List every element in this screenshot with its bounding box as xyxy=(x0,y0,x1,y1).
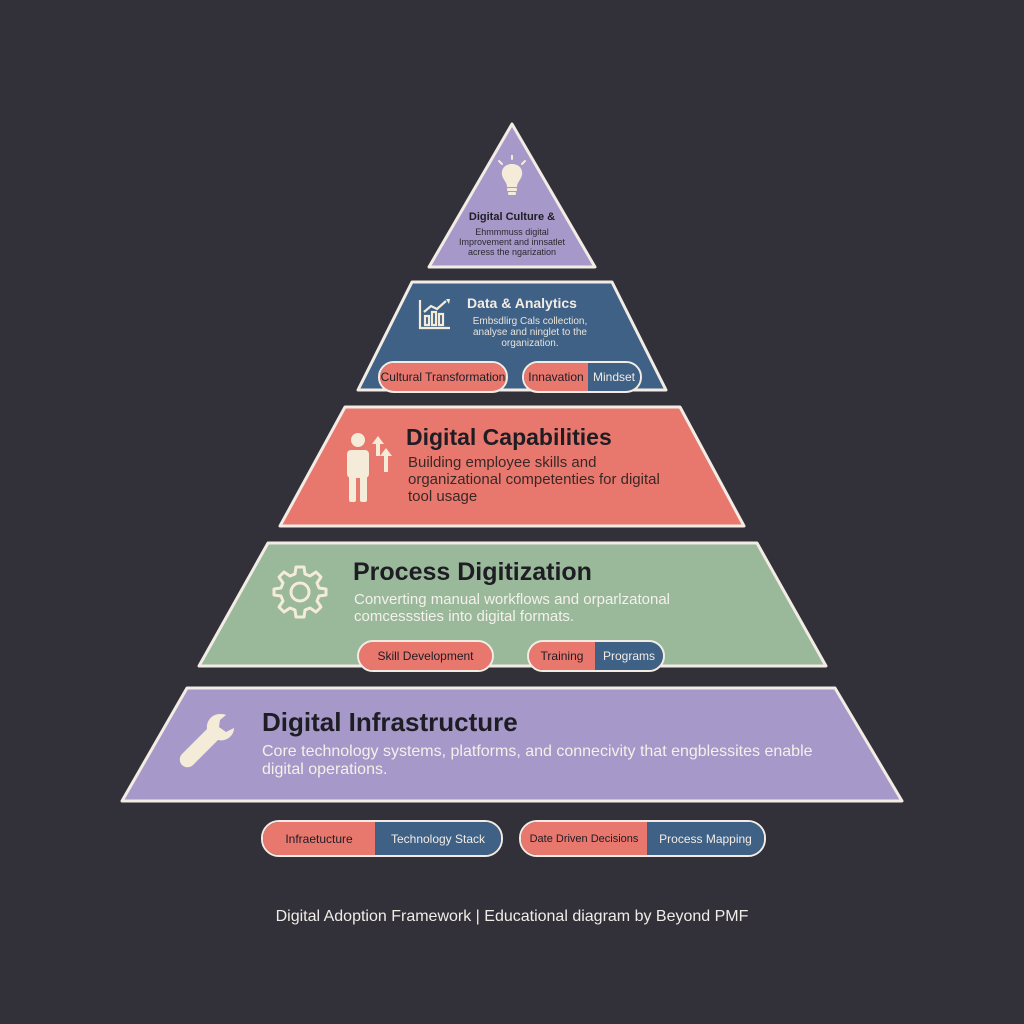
tier-digital-culture-description: Ehmmmuss digital Improvement and innsatl… xyxy=(458,227,566,258)
tag-cultural-transformation[interactable]: Cultural Transformation xyxy=(378,361,508,393)
tier-process-digitization-description: Converting manual workflows and orparlza… xyxy=(354,591,670,625)
tag-cultural-transformation-label: Cultural Transformation xyxy=(380,363,506,391)
tier-data-analytics-title: Data & Analytics xyxy=(467,295,577,311)
tier-data-analytics-description: Embsdlirg Cals collection, analyse and n… xyxy=(472,316,588,350)
bar-chart-icon xyxy=(418,299,450,330)
tag-training-label: Training xyxy=(529,642,595,670)
tag-infrastructure-label: Infraetucture xyxy=(263,822,375,855)
tag-skill-development-label: Skill Development xyxy=(359,642,492,670)
tag-data-driven-decisions-label: Date Driven Decisions xyxy=(521,822,647,855)
tag-data-driven-process-mapping[interactable]: Date Driven Decisions Process Mapping xyxy=(519,820,766,857)
tier-digital-infrastructure-title: Digital Infrastructure xyxy=(262,707,518,737)
tier-digital-capabilities-title: Digital Capabilities xyxy=(406,424,612,450)
tag-skill-development[interactable]: Skill Development xyxy=(357,640,494,672)
tag-technology-stack-label: Technology Stack xyxy=(375,822,501,855)
person-growth-icon xyxy=(347,433,392,502)
gear-icon xyxy=(272,565,328,619)
tag-mindset-label: Mindset xyxy=(588,363,640,391)
tag-innovation-mindset[interactable]: Innavation Mindset xyxy=(522,361,642,393)
tag-training-programs[interactable]: Training Programs xyxy=(527,640,665,672)
tag-infrastructure-technology-stack[interactable]: Infraetucture Technology Stack xyxy=(261,820,503,857)
tier-digital-infrastructure-description: Core technology systems, platforms, and … xyxy=(262,743,813,778)
tag-innovation-label: Innavation xyxy=(524,363,588,391)
tag-process-mapping-label: Process Mapping xyxy=(647,822,764,855)
lightbulb-icon xyxy=(498,155,526,195)
tag-programs-label: Programs xyxy=(595,642,663,670)
tier-digital-capabilities-description: Building employee skills and organizatio… xyxy=(408,454,660,505)
tier-digital-culture-title: Digital Culture & xyxy=(468,211,556,223)
wrench-icon xyxy=(179,714,234,768)
footer-caption: Digital Adoption Framework | Educational… xyxy=(275,908,749,925)
tier-process-digitization-title: Process Digitization xyxy=(353,558,592,586)
